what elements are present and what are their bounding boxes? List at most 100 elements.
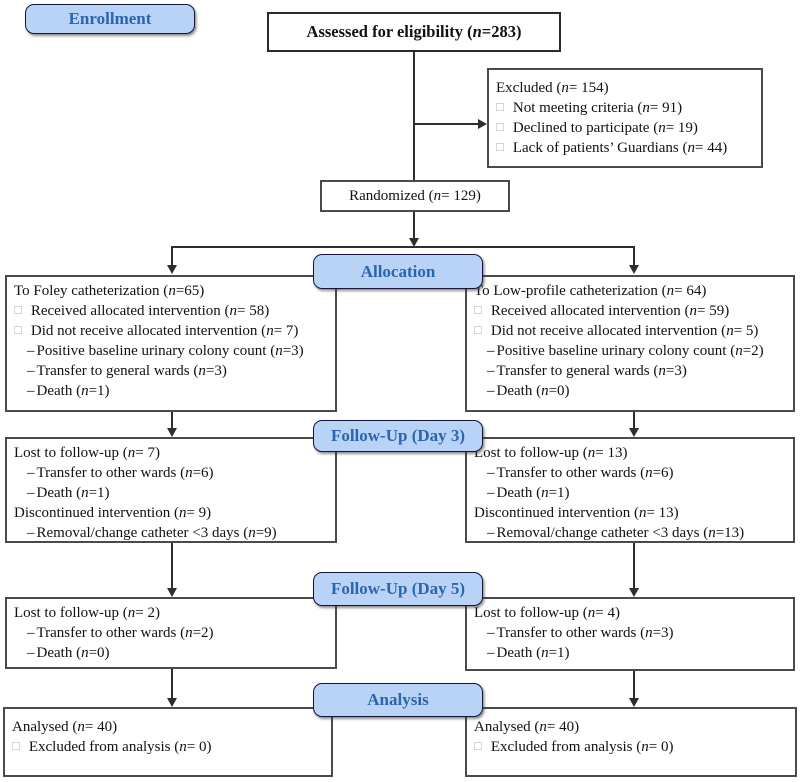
box-line: □ Excluded from analysis (n= 0)	[474, 737, 790, 757]
box-line: –Death (n=1)	[474, 643, 788, 663]
box-line-text: Death (n=0)	[496, 383, 570, 399]
box-line-text: Lost to follow-up (n= 2)	[14, 605, 160, 621]
checkbox-bullet-icon: □	[14, 322, 22, 337]
dash-bullet: –	[27, 383, 35, 399]
stage-label-enrollment: Enrollment	[25, 4, 195, 34]
box-line: Lost to follow-up (n= 4)	[474, 603, 788, 623]
box-line: □ Excluded from analysis (n= 0)	[12, 737, 326, 757]
dash-bullet: –	[27, 343, 35, 359]
box-line: Lost to follow-up (n= 2)	[14, 603, 330, 623]
box-line: Analysed (n= 40)	[12, 717, 326, 737]
connector-branch-line	[171, 246, 635, 248]
box-line-text: Discontinued intervention (n= 13)	[474, 505, 679, 521]
box-followup-day5-lowprofile: Lost to follow-up (n= 4)–Transfer to oth…	[465, 597, 795, 671]
connector-fu3-to-fu5-left	[171, 543, 173, 589]
box-title: Randomized (n= 129)	[349, 188, 481, 204]
dash-bullet: –	[487, 645, 495, 661]
arrowhead-down-analysis-left	[167, 698, 177, 707]
box-line-text: Analysed (n= 40)	[474, 719, 580, 735]
arrowhead-right-excluded	[478, 119, 487, 129]
box-line: –Transfer to general wards (n=3)	[474, 361, 788, 381]
box-line-text: Positive baseline urinary colony count (…	[496, 343, 764, 359]
box-line: To Foley catheterization (n=65)	[14, 281, 330, 301]
box-followup-day5-foley: Lost to follow-up (n= 2) –Transfer to oth…	[5, 597, 337, 669]
dash-bullet: –	[487, 465, 495, 481]
box-line-text: Death (n=1)	[36, 485, 110, 501]
box-line: –Death (n=1)	[474, 483, 788, 503]
connector-alloc-to-fu3-left	[171, 412, 173, 429]
box-followup-day3-lowprofile: Lost to follow-up (n= 13)–Transfer to ot…	[465, 437, 795, 543]
box-line: –Death (n=0)	[474, 381, 788, 401]
stage-label-followup-day3: Follow-Up (Day 3)	[313, 420, 483, 452]
dash-bullet: –	[487, 363, 495, 379]
box-randomized: Randomized (n= 129)	[320, 180, 510, 212]
box-line: □ Did not receive allocated intervention …	[474, 321, 788, 341]
arrowhead-down-fu5-right	[629, 588, 639, 597]
box-title: Assessed for eligibility (n=283)	[306, 22, 522, 41]
box-line: Excluded (n= 154)	[496, 78, 756, 98]
connector-fu5-to-analysis-right	[633, 671, 635, 699]
box-line-text: Transfer to general wards (n=3)	[36, 363, 227, 379]
box-line: □Not meeting criteria (n= 91)	[496, 98, 756, 118]
box-line: Discontinued intervention (n= 9)	[14, 503, 330, 523]
box-line: □ Lack of patients’ Guardians (n= 44)	[496, 138, 756, 158]
box-line: Lost to follow-up (n= 7)	[14, 443, 330, 463]
checkbox-bullet-icon: □	[496, 119, 504, 134]
checkbox-bullet-icon: □	[474, 738, 482, 753]
box-allocation-lowprofile: To Low-profile catheterization (n= 64) □ R…	[465, 275, 795, 412]
dash-bullet: –	[27, 525, 35, 541]
stage-label-followup-day5: Follow-Up (Day 5)	[313, 572, 483, 606]
box-line: –Removal/change catheter <3 days (n=9)	[14, 523, 330, 543]
box-line-text: Analysed (n= 40)	[12, 719, 118, 735]
arrowhead-down-allocation-left	[167, 265, 177, 274]
checkbox-bullet-icon: □	[496, 139, 504, 154]
stage-label-analysis: Analysis	[313, 683, 483, 717]
arrowhead-down-allocation-right	[629, 265, 639, 274]
box-line-text: To Low-profile catheterization (n= 64)	[474, 283, 707, 299]
connector-to-excluded	[414, 123, 479, 125]
connector-assessed-to-randomized	[413, 52, 415, 180]
box-allocation-foley: To Foley catheterization (n=65)□Received…	[5, 275, 337, 412]
box-line: Lost to follow-up (n= 13)	[474, 443, 788, 463]
box-line-text: Transfer to other wards (n=6)	[36, 465, 214, 481]
box-line: To Low-profile catheterization (n= 64)	[474, 281, 788, 301]
checkbox-bullet-icon: □	[474, 302, 482, 317]
box-line-text: To Foley catheterization (n=65)	[14, 283, 205, 299]
box-line-text: Excluded from analysis (n= 0)	[28, 739, 212, 755]
checkbox-bullet-icon: □	[12, 738, 20, 753]
box-line-text: Did not receive allocated intervention (…	[490, 323, 759, 339]
box-line-text: Death (n=1)	[496, 485, 570, 501]
checkbox-bullet-icon: □	[14, 302, 22, 317]
stage-label-allocation: Allocation	[313, 254, 483, 289]
box-analysis-foley: Analysed (n= 40) □ Excluded from analysis …	[3, 707, 333, 777]
box-line-text: Excluded (n= 154)	[496, 80, 609, 96]
box-line-text: Lost to follow-up (n= 13)	[474, 445, 628, 461]
arrowhead-down-randomized	[409, 238, 419, 247]
dash-bullet: –	[27, 465, 35, 481]
arrowhead-down-fu3-right	[629, 428, 639, 437]
dash-bullet: –	[487, 625, 495, 641]
box-line: –Transfer to other wards (n=2)	[14, 623, 330, 643]
box-line: –Death (n=0)	[14, 643, 330, 663]
box-line: –Positive baseline urinary colony count …	[474, 341, 788, 361]
box-line: –Death (n=1)	[14, 483, 330, 503]
box-line-text: Transfer to general wards (n=3)	[496, 363, 687, 379]
dash-bullet: –	[27, 485, 35, 501]
box-followup-day3-foley: Lost to follow-up (n= 7)–Transfer to oth…	[5, 437, 337, 543]
box-line-text: Received allocated intervention (n= 59)	[490, 303, 730, 319]
box-line-text: Lack of patients’ Guardians (n= 44)	[512, 140, 728, 156]
box-line-text: Excluded from analysis (n= 0)	[490, 739, 674, 755]
box-line: Discontinued intervention (n= 13)	[474, 503, 788, 523]
box-line: Analysed (n= 40)	[474, 717, 790, 737]
box-line-text: Discontinued intervention (n= 9)	[14, 505, 212, 521]
checkbox-bullet-icon: □	[474, 322, 482, 337]
dash-bullet: –	[27, 625, 35, 641]
connector-fu5-to-analysis-left	[171, 669, 173, 699]
box-line-text: Lost to follow-up (n= 7)	[14, 445, 160, 461]
dash-bullet: –	[27, 645, 35, 661]
box-line-text: Transfer to other wards (n=2)	[36, 625, 214, 641]
box-line: □ Received allocated intervention (n= 59)	[474, 301, 788, 321]
box-line: –Death (n=1)	[14, 381, 330, 401]
connector-alloc-to-fu3-right	[633, 412, 635, 429]
arrowhead-down-fu3-left	[167, 428, 177, 437]
